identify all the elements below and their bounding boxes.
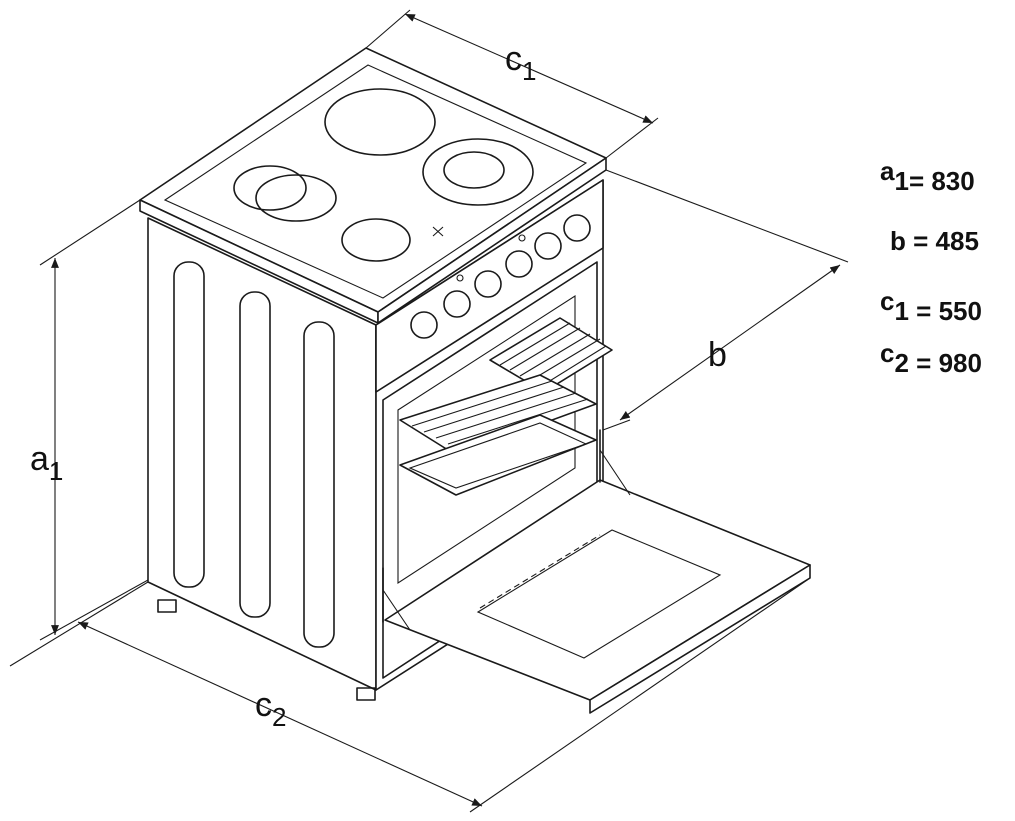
spec-row: a1= 830 bbox=[880, 156, 975, 196]
spec-row: c1 = 550 bbox=[880, 286, 982, 326]
door-hinge-line bbox=[479, 534, 601, 609]
spec-subscript: 1 bbox=[894, 296, 908, 326]
label-a1: a1 bbox=[30, 440, 63, 486]
extension-line bbox=[365, 9, 411, 49]
extension-line bbox=[39, 579, 149, 641]
door-hinge bbox=[382, 429, 601, 623]
extension-line bbox=[605, 169, 849, 263]
control-panel bbox=[375, 179, 604, 393]
rack-wires bbox=[411, 380, 589, 445]
spec-row: b = 485 bbox=[890, 226, 979, 256]
control-knob bbox=[443, 290, 471, 318]
hotplate bbox=[341, 218, 411, 262]
spec-letter: a bbox=[880, 156, 895, 186]
extension-line bbox=[39, 199, 141, 266]
hotplate bbox=[422, 138, 534, 206]
label-c2: c2 bbox=[255, 686, 286, 732]
spec-value: = 980 bbox=[909, 348, 982, 378]
dimension-c1 bbox=[404, 13, 654, 124]
dimension-c2 bbox=[77, 621, 483, 807]
control-knob bbox=[534, 232, 562, 260]
control-knob bbox=[563, 214, 591, 242]
label-b: b bbox=[708, 336, 727, 374]
spec-value: = 485 bbox=[906, 226, 979, 256]
spec-letter: c bbox=[880, 286, 894, 316]
control-knob bbox=[410, 311, 438, 339]
rack-wires bbox=[499, 322, 607, 388]
spec-subscript: 2 bbox=[894, 348, 908, 378]
spec-row: c2 = 980 bbox=[880, 338, 982, 378]
dimension-b bbox=[619, 264, 841, 421]
spec-value: = 830 bbox=[909, 166, 975, 196]
dimension-lines bbox=[9, 9, 849, 813]
indicator-light bbox=[456, 274, 464, 282]
extension-line bbox=[605, 117, 659, 159]
foot bbox=[157, 599, 177, 613]
label-c1: c1 bbox=[505, 40, 536, 86]
hotplate-extended bbox=[255, 174, 337, 222]
spec-letter: b bbox=[890, 226, 906, 256]
indicator-light bbox=[518, 234, 526, 242]
dimension-letters: a1 c1 b c2 bbox=[30, 40, 727, 732]
baking-tray bbox=[399, 414, 597, 496]
baking-tray-inner bbox=[408, 422, 588, 489]
spec-subscript: 1 bbox=[894, 166, 908, 196]
side-vent bbox=[239, 291, 271, 618]
oven-racks bbox=[399, 317, 613, 496]
hotplate bbox=[233, 165, 307, 211]
control-knob bbox=[474, 270, 502, 298]
glass-border bbox=[163, 64, 588, 299]
cross-mark bbox=[432, 226, 444, 237]
control-knob bbox=[505, 250, 533, 278]
spec-letter: c bbox=[880, 338, 894, 368]
door-window bbox=[476, 529, 722, 659]
extension-line bbox=[9, 581, 149, 667]
spec-value: = 550 bbox=[909, 296, 982, 326]
grill-rack bbox=[399, 374, 597, 456]
extension-line bbox=[469, 577, 811, 813]
side-vent bbox=[173, 261, 205, 588]
oven-back-wall bbox=[397, 294, 576, 585]
extension-line bbox=[602, 419, 631, 431]
foot bbox=[356, 687, 376, 701]
hotplate-inner bbox=[443, 151, 505, 189]
